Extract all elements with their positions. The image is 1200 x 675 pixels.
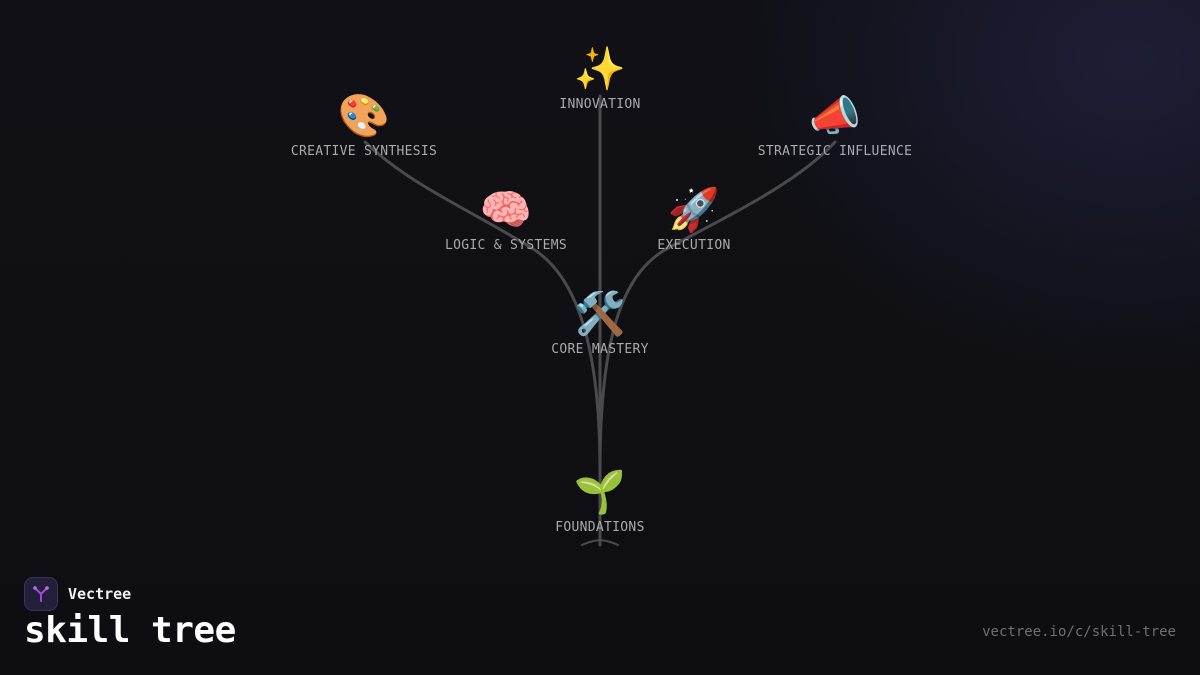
node-execution[interactable]: 🚀 EXECUTION (657, 185, 731, 254)
node-label: STRATEGIC INFLUENCE (757, 144, 913, 159)
node-label: LOGIC & SYSTEMS (445, 238, 567, 253)
node-label: CORE MASTERY (551, 342, 649, 357)
node-innovation[interactable]: ✨ INNOVATION (559, 44, 641, 113)
hammer-and-wrench-icon: 🛠️ (573, 289, 627, 338)
node-creative-synthesis[interactable]: 🎨 CREATIVE SYNTHESIS (290, 91, 438, 160)
sparkles-icon: ✨ (573, 44, 627, 93)
vectree-tree-icon (24, 577, 58, 611)
brain-icon: 🧠 (479, 185, 533, 234)
brand[interactable]: Vectree (24, 577, 131, 611)
node-strategic-influence[interactable]: 📣 STRATEGIC INFLUENCE (757, 91, 913, 160)
root-left (581, 539, 601, 546)
page-url[interactable]: vectree.io/c/skill-tree (982, 624, 1176, 640)
page-title: skill tree (24, 610, 236, 651)
seedling-icon: 🌱 (573, 467, 627, 516)
node-core-mastery[interactable]: 🛠️ CORE MASTERY (551, 289, 649, 358)
node-label: EXECUTION (657, 238, 731, 253)
root-right (599, 539, 619, 546)
node-label: CREATIVE SYNTHESIS (290, 144, 438, 159)
branch-foundations-execution (598, 245, 672, 472)
palette-icon: 🎨 (337, 91, 391, 140)
node-label: FOUNDATIONS (555, 520, 645, 535)
branch-logic-systems-creative-synthesis (363, 140, 532, 249)
megaphone-icon: 📣 (808, 91, 862, 140)
brand-name: Vectree (68, 585, 132, 603)
node-foundations[interactable]: 🌱 FOUNDATIONS (555, 467, 645, 536)
rocket-icon: 🚀 (667, 185, 721, 234)
branch-foundations-logic-systems (528, 245, 602, 472)
node-logic-systems[interactable]: 🧠 LOGIC & SYSTEMS (445, 185, 567, 254)
branch-execution-strategic-influence (668, 140, 837, 249)
node-label: INNOVATION (559, 97, 641, 112)
